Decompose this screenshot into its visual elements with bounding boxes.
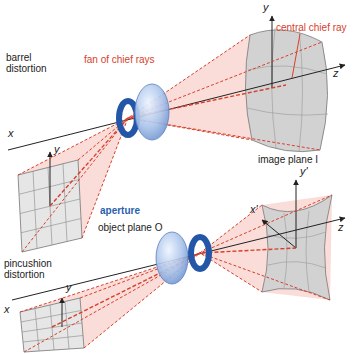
axis-label: y [263,2,269,13]
axis-label: y [66,282,72,293]
x-prime-axis [262,220,296,248]
aperture-ring [191,237,209,269]
central-chief-ray [50,85,286,206]
plane-label: object plane O [98,222,163,233]
image-plane-barrel [245,30,327,152]
chief-rays [20,195,332,352]
lens [156,232,188,284]
ray-label: fan of chief rays [84,54,155,65]
axis-label: z [333,68,339,79]
grid-line [21,219,81,233]
axis-label: x' [250,204,258,215]
object-plane [20,298,84,352]
y-axis [272,16,273,88]
figure-label: pincushion distortion [4,258,64,280]
figure-label: barrel distortion [6,52,64,74]
lens [135,84,169,140]
aperture-ring [119,101,137,135]
ray-label: central chief ray [276,22,347,33]
y-axis [50,152,51,206]
leader-line [292,34,300,78]
ray-fan [200,195,332,300]
axis-label: y [54,144,60,155]
axis-label: x [4,304,10,315]
aperture-label: aperture [100,205,140,216]
grid-line [65,302,69,350]
y-prime-axis [296,180,297,248]
plane-label: image plane I [258,154,318,165]
axis-label: x [8,128,14,139]
optical-axis [8,65,345,150]
axis-label: z [338,222,344,233]
grid-line [23,336,83,343]
image-grid [247,28,328,152]
grid-line [63,164,67,242]
y-axis [62,298,63,327]
image-grid [268,211,326,292]
axis-label: y' [300,166,308,177]
